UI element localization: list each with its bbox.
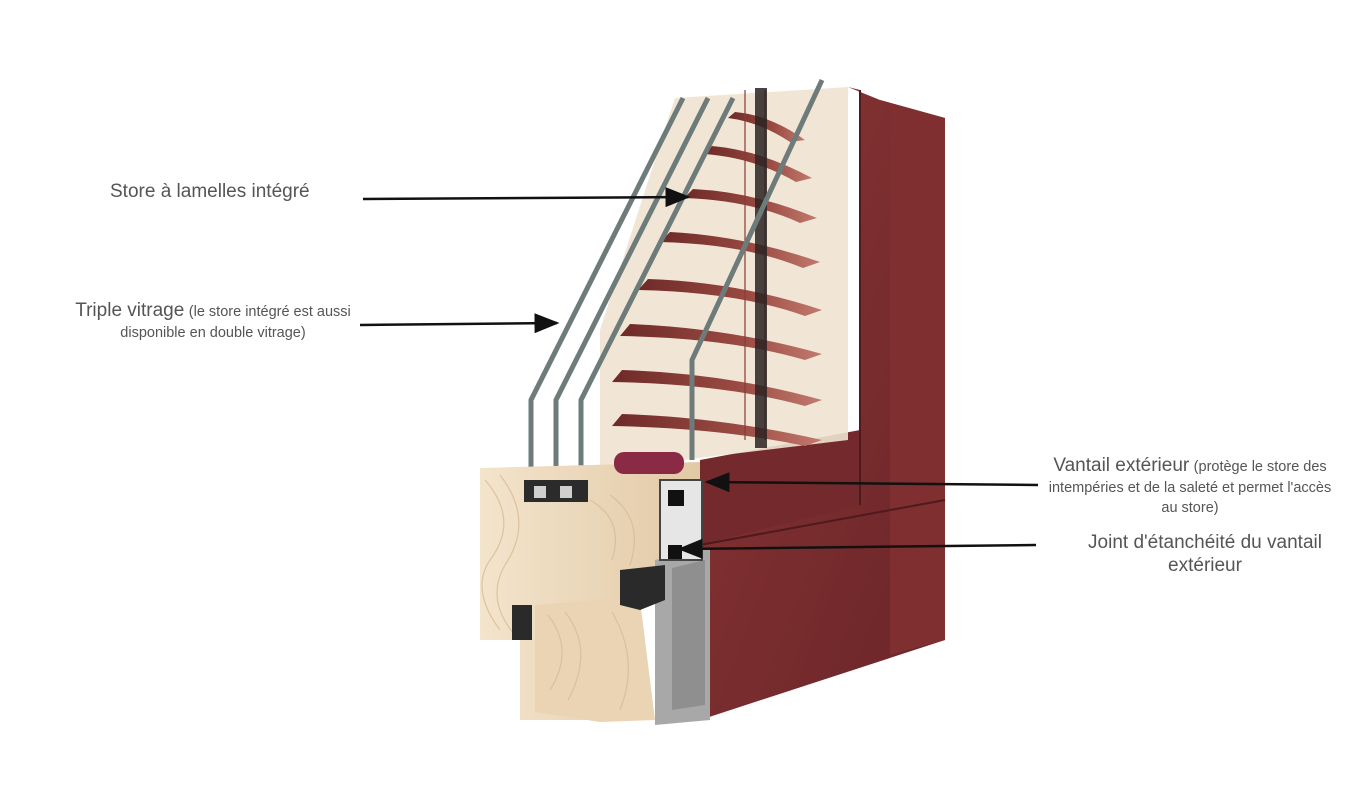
arrow-sash-seal	[677, 538, 1037, 559]
blind-chamber	[600, 87, 848, 470]
label-outer-sash-title: Vantail extérieur	[1053, 455, 1190, 476]
label-triple-glazing-note: (le store intégré est aussi disponible e…	[120, 304, 351, 341]
arrow-store	[362, 187, 691, 208]
label-integrated-blind: Store à lamelles intégré	[110, 181, 310, 204]
arrow-triple-glazing	[359, 313, 560, 334]
profile-section	[512, 479, 710, 725]
label-integrated-blind-title: Store à lamelles intégré	[110, 181, 310, 202]
label-outer-sash-note: (protège le store des intempéries et de …	[1048, 459, 1332, 517]
arrow-outer-sash	[704, 472, 1039, 493]
label-sash-seal-title: Joint d'étanchéité du vantail extérieur	[1088, 532, 1322, 576]
wood-frame	[480, 452, 700, 722]
label-triple-glazing-title: Triple vitrage	[75, 300, 185, 321]
callout-arrows	[359, 187, 1039, 559]
label-outer-sash: Vantail extérieur (protège le store des …	[1040, 455, 1340, 518]
label-triple-glazing: Triple vitrage (le store intégré est aus…	[48, 300, 378, 343]
aluminium-frame	[699, 87, 946, 720]
label-sash-seal: Joint d'étanchéité du vantail extérieur	[1050, 532, 1350, 578]
blind-slats	[612, 88, 822, 448]
